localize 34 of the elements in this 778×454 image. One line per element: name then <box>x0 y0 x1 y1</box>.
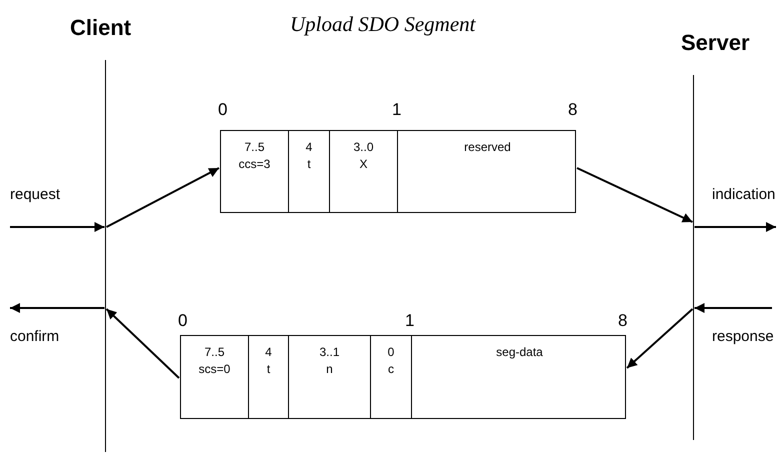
byte-offset: 1 <box>405 311 414 331</box>
diagram-title: Upload SDO Segment <box>290 12 476 37</box>
message-frame <box>180 335 626 419</box>
arrow <box>576 167 693 223</box>
bit-range: 4 <box>304 139 314 156</box>
arrow <box>106 308 180 379</box>
byte-offset: 8 <box>618 311 628 331</box>
field-name: scs=0 <box>198 361 232 378</box>
byte-offset: 0 <box>218 100 228 120</box>
bit-range: 7..5 <box>203 344 226 361</box>
edge-label: request <box>10 186 60 203</box>
arrow <box>10 303 104 313</box>
field-name: t <box>266 361 272 378</box>
bit-range: 7..5 <box>243 139 266 156</box>
field-name: n <box>325 361 334 378</box>
bit-range: 0 <box>386 344 396 361</box>
field-name: reserved <box>463 139 512 156</box>
arrow <box>694 222 776 232</box>
bit-range: 4 <box>264 344 273 361</box>
field-name: X <box>358 156 368 173</box>
field-name: seg-data <box>495 344 544 361</box>
bit-range: 3..1 <box>318 344 340 361</box>
field-name: c <box>387 361 395 378</box>
arrow <box>694 303 772 313</box>
field-name: ccs=3 <box>238 156 272 173</box>
arrow <box>626 308 694 369</box>
byte-offset: 0 <box>178 311 188 331</box>
bit-range: 3..0 <box>352 139 374 156</box>
byte-offset: 8 <box>568 100 578 120</box>
byte-offset: 1 <box>392 100 402 120</box>
message-frame <box>220 130 576 213</box>
arrow <box>10 222 104 232</box>
field-name: t <box>306 156 312 173</box>
arrow <box>106 167 220 228</box>
